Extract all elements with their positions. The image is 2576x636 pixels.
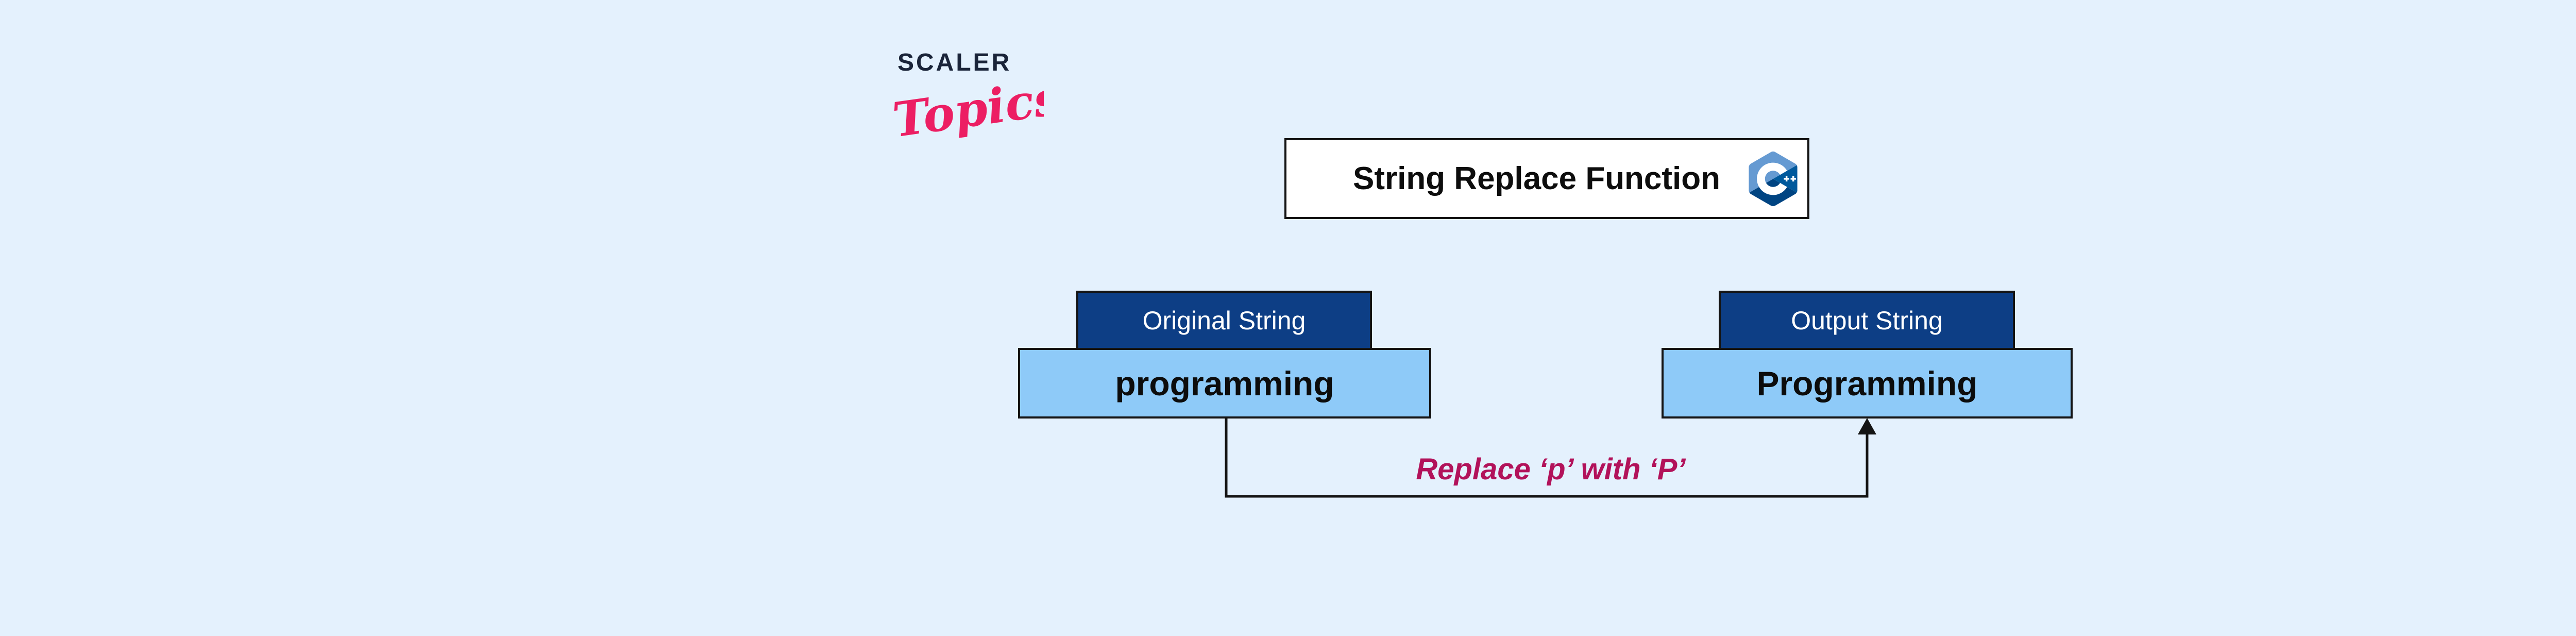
operation-annotation: Replace ‘p’ with ‘P’ (1416, 453, 1686, 486)
svg-text:Topics: Topics (890, 71, 1044, 148)
page-title: String Replace Function (1352, 161, 1721, 196)
scaler-topics-logo: SCALER Topics (890, 49, 1044, 148)
cpp-logo-icon (1749, 151, 1798, 206)
connector-line (1225, 417, 1869, 498)
replace-connector-arrow (1225, 417, 1876, 498)
original-string-value: programming (1115, 364, 1334, 403)
topics-script-wordmark: Topics (890, 71, 1044, 148)
output-string-value-box: Programming (1662, 348, 2073, 419)
arrowhead-icon (1858, 418, 1876, 434)
title-banner: String Replace Function (1284, 138, 1809, 219)
output-string-label: Output String (1791, 306, 1943, 335)
original-string-label-box: Original String (1076, 291, 1372, 350)
output-string-value: Programming (1756, 364, 1978, 403)
scaler-wordmark: SCALER (897, 49, 1012, 76)
original-string-value-box: programming (1018, 348, 1431, 419)
original-string-label: Original String (1142, 306, 1306, 335)
output-string-label-box: Output String (1719, 291, 2015, 350)
